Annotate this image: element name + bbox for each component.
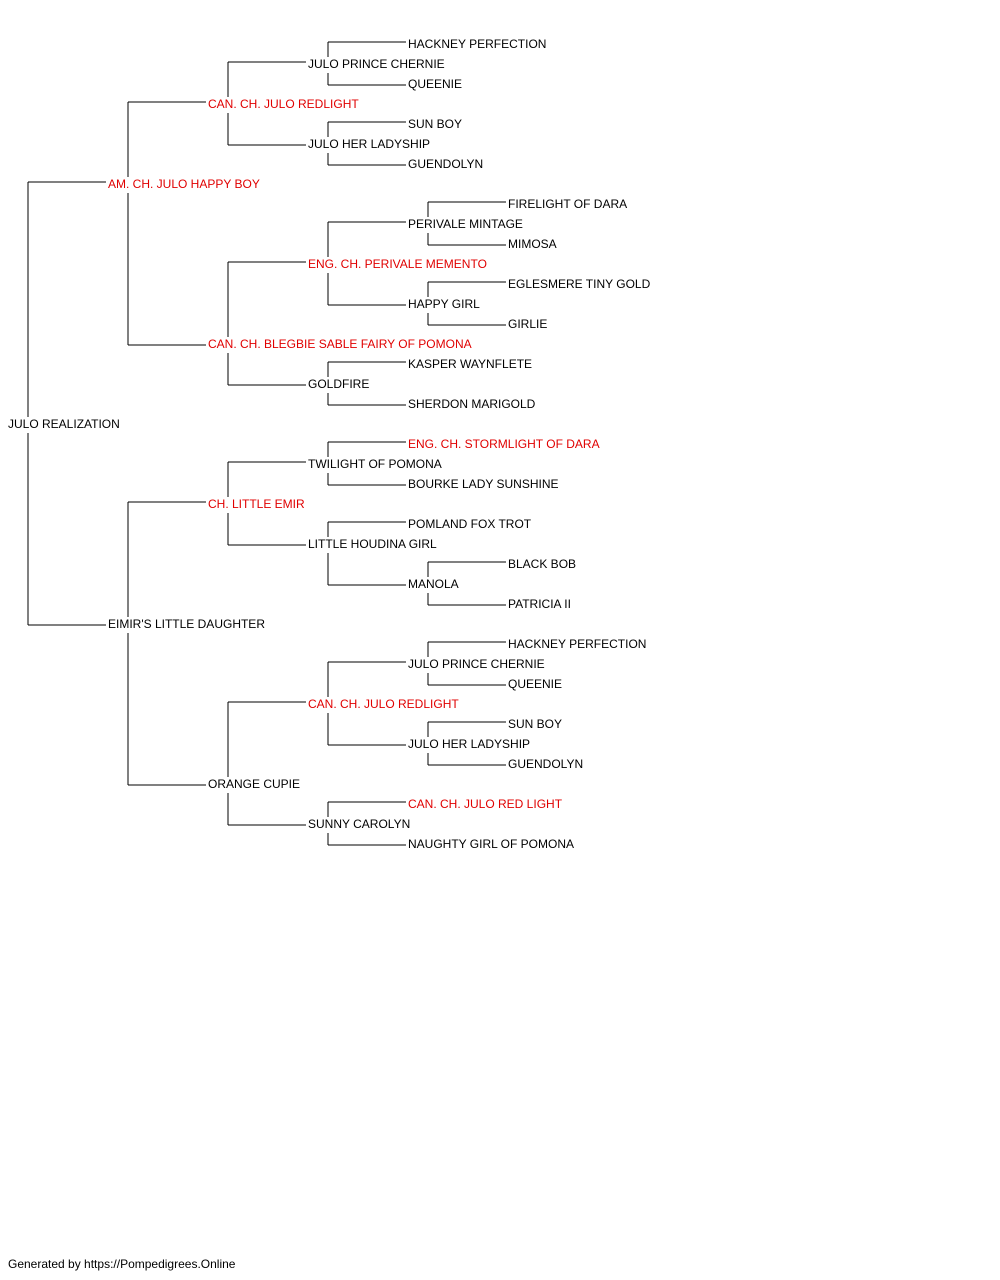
- sire-name: CAN. CH. JULO REDLIGHT: [208, 97, 359, 111]
- dam-name: JULO HER LADYSHIP: [408, 737, 530, 751]
- generated-by-footer: Generated by https://Pompedigrees.Online: [8, 1257, 236, 1271]
- sire-name: SUN BOY: [408, 117, 462, 131]
- dam-name: CAN. CH. BLEGBIE SABLE FAIRY OF POMONA: [208, 337, 472, 351]
- dam-name: JULO HER LADYSHIP: [308, 137, 430, 151]
- dam-name: QUEENIE: [508, 677, 562, 691]
- dam-name: BOURKE LADY SUNSHINE: [408, 477, 559, 491]
- sire-name: TWILIGHT OF POMONA: [308, 457, 442, 471]
- dam-name: GIRLIE: [508, 317, 547, 331]
- sire-name: KASPER WAYNFLETE: [408, 357, 532, 371]
- dam-name: GUENDOLYN: [408, 157, 483, 171]
- dam-name: QUEENIE: [408, 77, 462, 91]
- sire-name: CH. LITTLE EMIR: [208, 497, 305, 511]
- dam-name: GOLDFIRE: [308, 377, 369, 391]
- pedigree-tree: HACKNEY PERFECTION QUEENIE JULO PRINCE CHE…: [8, 37, 651, 851]
- sire-name: POMLAND FOX TROT: [408, 517, 532, 531]
- sire-name: AM. CH. JULO HAPPY BOY: [108, 177, 260, 191]
- sire-name: JULO PRINCE CHERNIE: [408, 657, 545, 671]
- sire-name: ENG. CH. PERIVALE MEMENTO: [308, 257, 487, 271]
- sire-name: CAN. CH. JULO RED LIGHT: [408, 797, 563, 811]
- dam-name: SHERDON MARIGOLD: [408, 397, 536, 411]
- sire-name: CAN. CH. JULO REDLIGHT: [308, 697, 459, 711]
- dam-name: GUENDOLYN: [508, 757, 583, 771]
- dam-name: HAPPY GIRL: [408, 297, 480, 311]
- sire-name: HACKNEY PERFECTION: [508, 637, 646, 651]
- dam-name: NAUGHTY GIRL OF POMONA: [408, 837, 574, 851]
- dam-name: LITTLE HOUDINA GIRL: [308, 537, 437, 551]
- sire-name: SUN BOY: [508, 717, 562, 731]
- sire-name: ENG. CH. STORMLIGHT OF DARA: [408, 437, 600, 451]
- sire-name: PERIVALE MINTAGE: [408, 217, 523, 231]
- sire-name: EGLESMERE TINY GOLD: [508, 277, 651, 291]
- dam-name: MIMOSA: [508, 237, 557, 251]
- dam-name: EIMIR'S LITTLE DAUGHTER: [108, 617, 265, 631]
- dam-name: SUNNY CAROLYN: [308, 817, 410, 831]
- dam-name: MANOLA: [408, 577, 459, 591]
- sire-name: HACKNEY PERFECTION: [408, 37, 546, 51]
- dam-name: ORANGE CUPIE: [208, 777, 300, 791]
- subject-name: JULO REALIZATION: [8, 417, 120, 431]
- sire-name: BLACK BOB: [508, 557, 576, 571]
- sire-name: JULO PRINCE CHERNIE: [308, 57, 445, 71]
- sire-name: FIRELIGHT OF DARA: [508, 197, 627, 211]
- dam-name: PATRICIA II: [508, 597, 571, 611]
